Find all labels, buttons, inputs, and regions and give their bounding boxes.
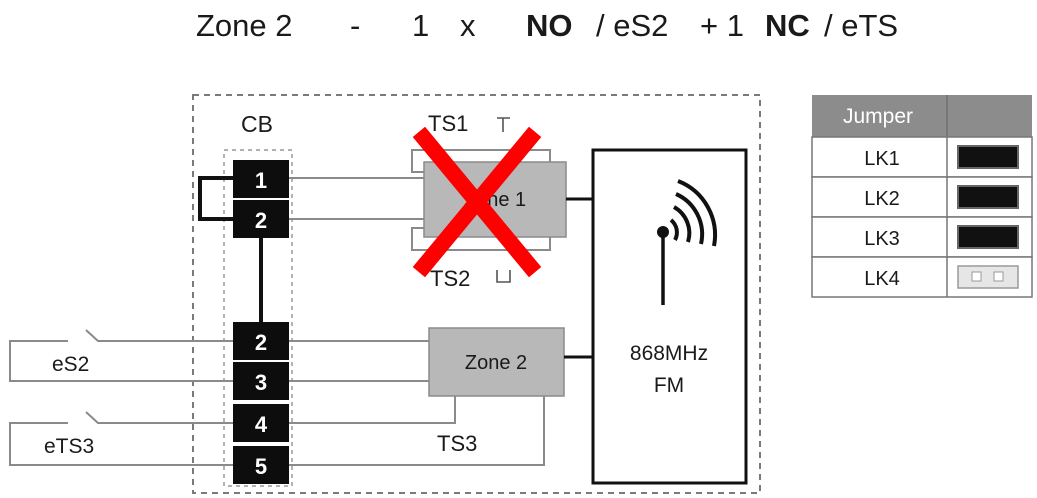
jumper-table: Jumper LK1 LK2 LK3 LK4 (811, 95, 1033, 298)
wire-t5-zone2 (289, 396, 545, 466)
terminal-2-top: 2 (233, 200, 289, 238)
terminal-2-bottom-label: 2 (255, 330, 267, 355)
ts2-label: TS2 (430, 266, 470, 291)
title-times: x (460, 8, 476, 43)
zone-1-cross-mark (412, 126, 542, 278)
terminal-1-label: 1 (255, 168, 267, 193)
terminal-5-label: 5 (255, 454, 267, 479)
title-no-device: / eS2 (596, 8, 669, 43)
jumper-lk3-closed-icon (957, 225, 1019, 249)
ets3-label: eTS3 (44, 435, 94, 458)
radio-modulation-label: FM (654, 374, 684, 397)
es2-switch-wire (85, 329, 233, 342)
cb-label: CB (241, 111, 273, 137)
wire-t4-zone2 (289, 396, 456, 424)
diagram-title: Zone 2 - 1 x NO / eS2 + 1 NC / eTS (0, 8, 1037, 58)
jumper-lk4-open-icon (957, 265, 1019, 289)
terminal-5: 5 (233, 446, 289, 484)
ts2-switch-icon (496, 270, 511, 283)
title-nc-contact: NC (765, 8, 810, 43)
jumper-lk2-label: LK2 (864, 188, 900, 210)
jumper-header-label: Jumper (843, 105, 913, 128)
jumper-table-header (812, 95, 1032, 137)
title-plus: + 1 (700, 8, 744, 43)
title-count: 1 (412, 8, 430, 43)
title-nc-device: / eTS (824, 8, 899, 43)
jumper-lk2-closed-icon (957, 185, 1019, 209)
antenna-icon (657, 179, 718, 305)
es2-label: eS2 (52, 353, 89, 376)
terminal-link-wire (198, 176, 233, 221)
terminal-2-top-label: 2 (255, 208, 267, 233)
ets3-loop-wire (9, 422, 233, 466)
terminal-4-label: 4 (255, 412, 268, 437)
terminal-4: 4 (233, 404, 289, 442)
es2-loop-wire (9, 340, 233, 382)
jumper-lk1-label: LK1 (864, 148, 900, 170)
title-zone: Zone 2 (196, 8, 293, 43)
terminal-1: 1 (233, 160, 289, 198)
enclosure-outline (192, 94, 761, 494)
terminal-2-bottom: 2 (233, 322, 289, 360)
jumper-lk1-closed-icon (957, 145, 1019, 169)
title-dash: - (350, 8, 361, 43)
title-no-contact: NO (526, 8, 573, 43)
terminal-block-outline (223, 149, 293, 487)
zone-2-box (428, 327, 565, 397)
radio-frequency-label: 868MHz (630, 342, 708, 365)
ts1-switch-icon (497, 117, 510, 132)
ts3-label: TS3 (437, 431, 477, 456)
jumper-lk3-label: LK3 (864, 228, 900, 250)
zone-2-label: Zone 2 (465, 352, 527, 374)
radio-unit-box (591, 148, 748, 485)
terminal-3-label: 3 (255, 370, 267, 395)
ets3-switch-wire (85, 411, 233, 424)
terminal-3: 3 (233, 362, 289, 400)
ts1-label: TS1 (428, 111, 468, 136)
jumper-lk4-label: LK4 (864, 268, 900, 290)
